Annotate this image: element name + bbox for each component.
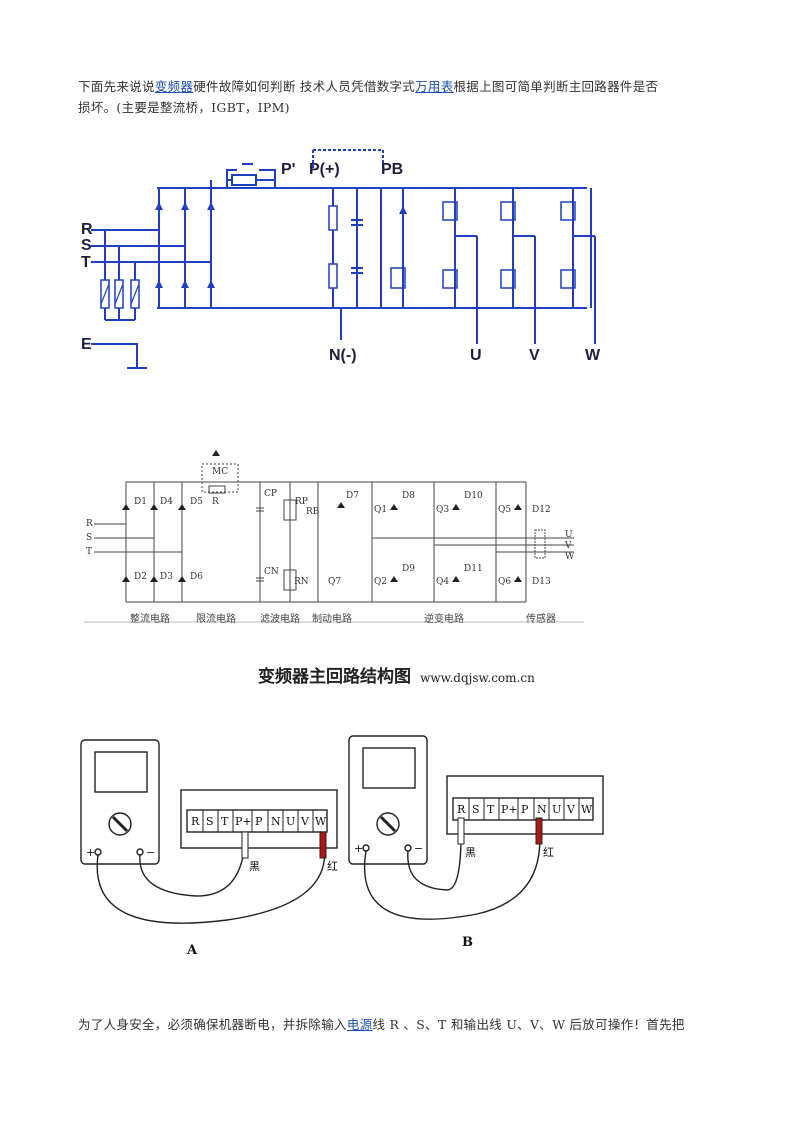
terminal-a-w: W — [315, 815, 327, 828]
detailed-circuit-diagram: MC R D1 D4 D5 D2 D3 D6 CP CN RP RN RB D7… — [84, 444, 592, 634]
safety-text-2: 线 R 、S、T 和输出线 U、V、W 后放可操作！首先把 — [372, 1017, 685, 1032]
detailed-circuit-svg: MC R D1 D4 D5 D2 D3 D6 CP CN RP RN RB D7… — [84, 450, 584, 625]
multimeter-diagram: + − + − R S T P+ P N U V W R S T P+ P N … — [77, 728, 607, 960]
terminal-a-u: U — [286, 815, 295, 828]
label-v: V — [529, 347, 540, 364]
probe-b-red-label: 红 — [543, 846, 554, 859]
label-pb: PB — [381, 161, 403, 178]
multimeter-svg: + − + − R S T P+ P N U V W R S T P+ P N … — [80, 735, 604, 958]
label-s: S — [81, 237, 92, 254]
label-q5: Q5 — [498, 505, 511, 515]
meter-b-plus: + — [354, 842, 363, 855]
label-u: U — [470, 347, 482, 364]
terminal-b-v: V — [566, 803, 576, 816]
diagram-label-b: B — [462, 935, 473, 950]
label-n-minus: N(-) — [329, 347, 357, 364]
label-d13: D13 — [532, 577, 551, 587]
section-sensor: 传感器 — [526, 612, 556, 625]
probe-b-black-label: 黑 — [465, 846, 476, 859]
terminal-b-w: W — [581, 803, 593, 816]
section-current-limit: 限流电路 — [196, 612, 236, 625]
link-power[interactable]: 电源 — [346, 1017, 373, 1032]
label-d1: D1 — [134, 497, 147, 507]
label-d2: D2 — [134, 572, 147, 582]
label-d10: D10 — [464, 491, 483, 501]
intro-text-1: 下面先来说说 — [78, 79, 155, 94]
terminal-b-t: T — [487, 803, 495, 816]
diagram-label-a: A — [186, 943, 198, 958]
terminal-a-s: S — [206, 815, 214, 828]
terminal-b-pplus: P+ — [501, 803, 518, 816]
label-d8: D8 — [402, 491, 415, 501]
terminal-b-r: R — [457, 803, 466, 816]
label-rb: RB — [306, 507, 320, 517]
terminal-b-u: U — [552, 803, 561, 816]
label-in-t: T — [86, 547, 92, 557]
label-p-prime: P' — [281, 161, 295, 178]
terminal-a-r: R — [191, 815, 200, 828]
label-t: T — [81, 254, 91, 271]
link-multimeter[interactable]: 万用表 — [415, 79, 454, 94]
section-rectifier: 整流电路 — [130, 612, 170, 625]
main-circuit-svg: P' P(+) PB R S T E N(-) U V W — [81, 149, 601, 369]
label-q7: Q7 — [328, 577, 341, 587]
intro-text-2: 硬件故障如何判断 技术人员凭借数字式 — [193, 79, 416, 94]
label-in-r: R — [86, 519, 93, 529]
main-circuit-diagram: P' P(+) PB R S T E N(-) U V W — [77, 140, 614, 381]
label-d4: D4 — [160, 497, 173, 507]
label-w: W — [585, 347, 601, 364]
probe-a-black-label: 黑 — [249, 860, 260, 873]
label-in-s: S — [86, 533, 92, 543]
terminal-a-n: N — [271, 815, 281, 828]
label-d5: D5 — [190, 497, 203, 507]
label-d11: D11 — [464, 564, 483, 574]
terminal-a-p: P — [255, 815, 263, 828]
label-q6: Q6 — [498, 577, 511, 587]
intro-line-2: 损坏。(主要是整流桥，IGBT，IPM) — [78, 100, 290, 115]
label-mc: MC — [212, 467, 228, 477]
safety-text-1: 为了人身安全，必须确保机器断电，并拆除输入 — [78, 1017, 347, 1032]
terminal-a-v: V — [300, 815, 310, 828]
label-out-w: W — [565, 552, 575, 562]
label-cn: CN — [264, 567, 279, 577]
label-d9: D9 — [402, 564, 415, 574]
meter-a-minus: − — [146, 846, 155, 859]
label-out-v: V — [564, 541, 572, 551]
intro-paragraph: 下面先来说说变频器硬件故障如何判断 技术人员凭借数字式万用表根据上图可简单判断主… — [78, 76, 718, 118]
intro-line-1: 下面先来说说变频器硬件故障如何判断 技术人员凭借数字式万用表根据上图可简单判断主… — [78, 76, 718, 97]
label-rp: RP — [295, 497, 308, 507]
label-rn: RN — [294, 577, 309, 587]
safety-paragraph: 为了人身安全，必须确保机器断电，并拆除输入电源线 R 、S、T 和输出线 U、V… — [78, 1014, 728, 1035]
section-inverter: 逆变电路 — [424, 612, 464, 625]
section-brake: 制动电路 — [312, 612, 352, 625]
meter-a-plus: + — [86, 846, 95, 859]
probe-a-red-label: 红 — [327, 860, 338, 873]
label-q1: Q1 — [374, 505, 387, 515]
terminal-b-s: S — [472, 803, 480, 816]
label-d7: D7 — [346, 491, 359, 501]
label-d6: D6 — [190, 572, 203, 582]
terminal-b-p: P — [521, 803, 529, 816]
label-q2: Q2 — [374, 577, 387, 587]
section-filter: 滤波电路 — [260, 612, 300, 625]
meter-b-minus: − — [414, 842, 423, 855]
caption-title: 变频器主回路结构图 — [258, 667, 411, 687]
label-d12: D12 — [532, 505, 551, 515]
label-p-plus: P(+) — [309, 161, 340, 178]
intro-text-3: 根据上图可简单判断主回路器件是否 — [453, 79, 659, 94]
label-q4: Q4 — [436, 577, 449, 587]
label-r-resistor: R — [212, 497, 219, 507]
label-d3: D3 — [160, 572, 173, 582]
label-e: E — [81, 336, 92, 353]
terminal-a-t: T — [221, 815, 229, 828]
label-out-u: U — [565, 530, 573, 540]
label-q3: Q3 — [436, 505, 449, 515]
label-r: R — [81, 221, 93, 238]
terminal-a-pplus: P+ — [235, 815, 252, 828]
label-cp: CP — [264, 489, 277, 499]
figure-caption: 变频器主回路结构图 www.dqjsw.com.cn — [258, 662, 535, 687]
terminal-b-n: N — [537, 803, 547, 816]
caption-url: www.dqjsw.com.cn — [420, 671, 535, 685]
link-inverter[interactable]: 变频器 — [154, 79, 194, 94]
